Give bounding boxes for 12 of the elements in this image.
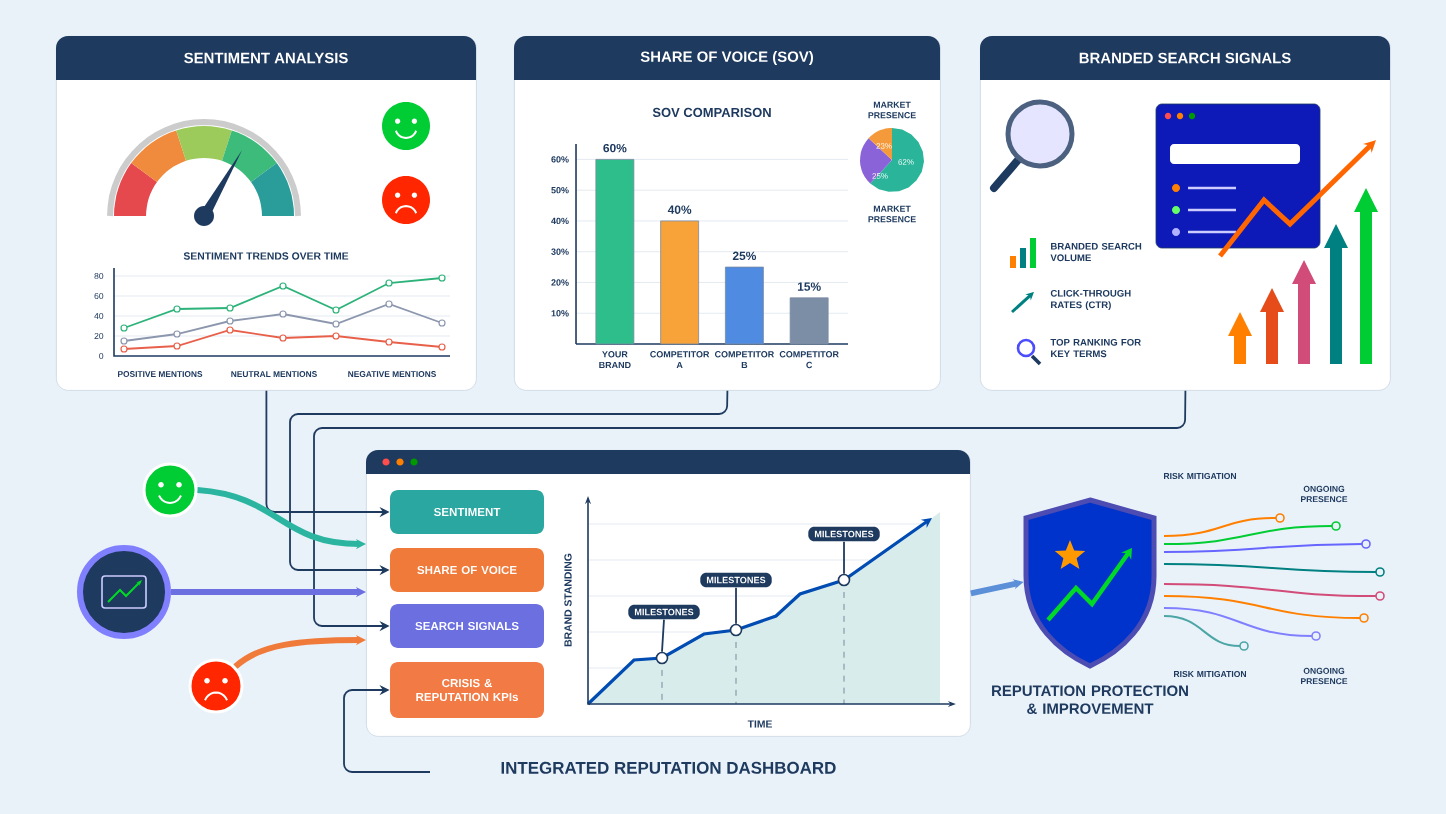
bar [660, 220, 700, 345]
leader-line [661, 618, 665, 653]
bar [724, 266, 764, 345]
face-icon [142, 462, 198, 518]
bar [595, 159, 635, 345]
node-label: INTEGRATED REPUTATION DASHBOARD [501, 761, 836, 774]
chart-icon [77, 545, 171, 639]
face-icon [188, 658, 244, 714]
leader-line [843, 540, 845, 575]
leader-line [735, 586, 737, 625]
bar [789, 297, 829, 345]
connector-arrow [343, 684, 431, 773]
